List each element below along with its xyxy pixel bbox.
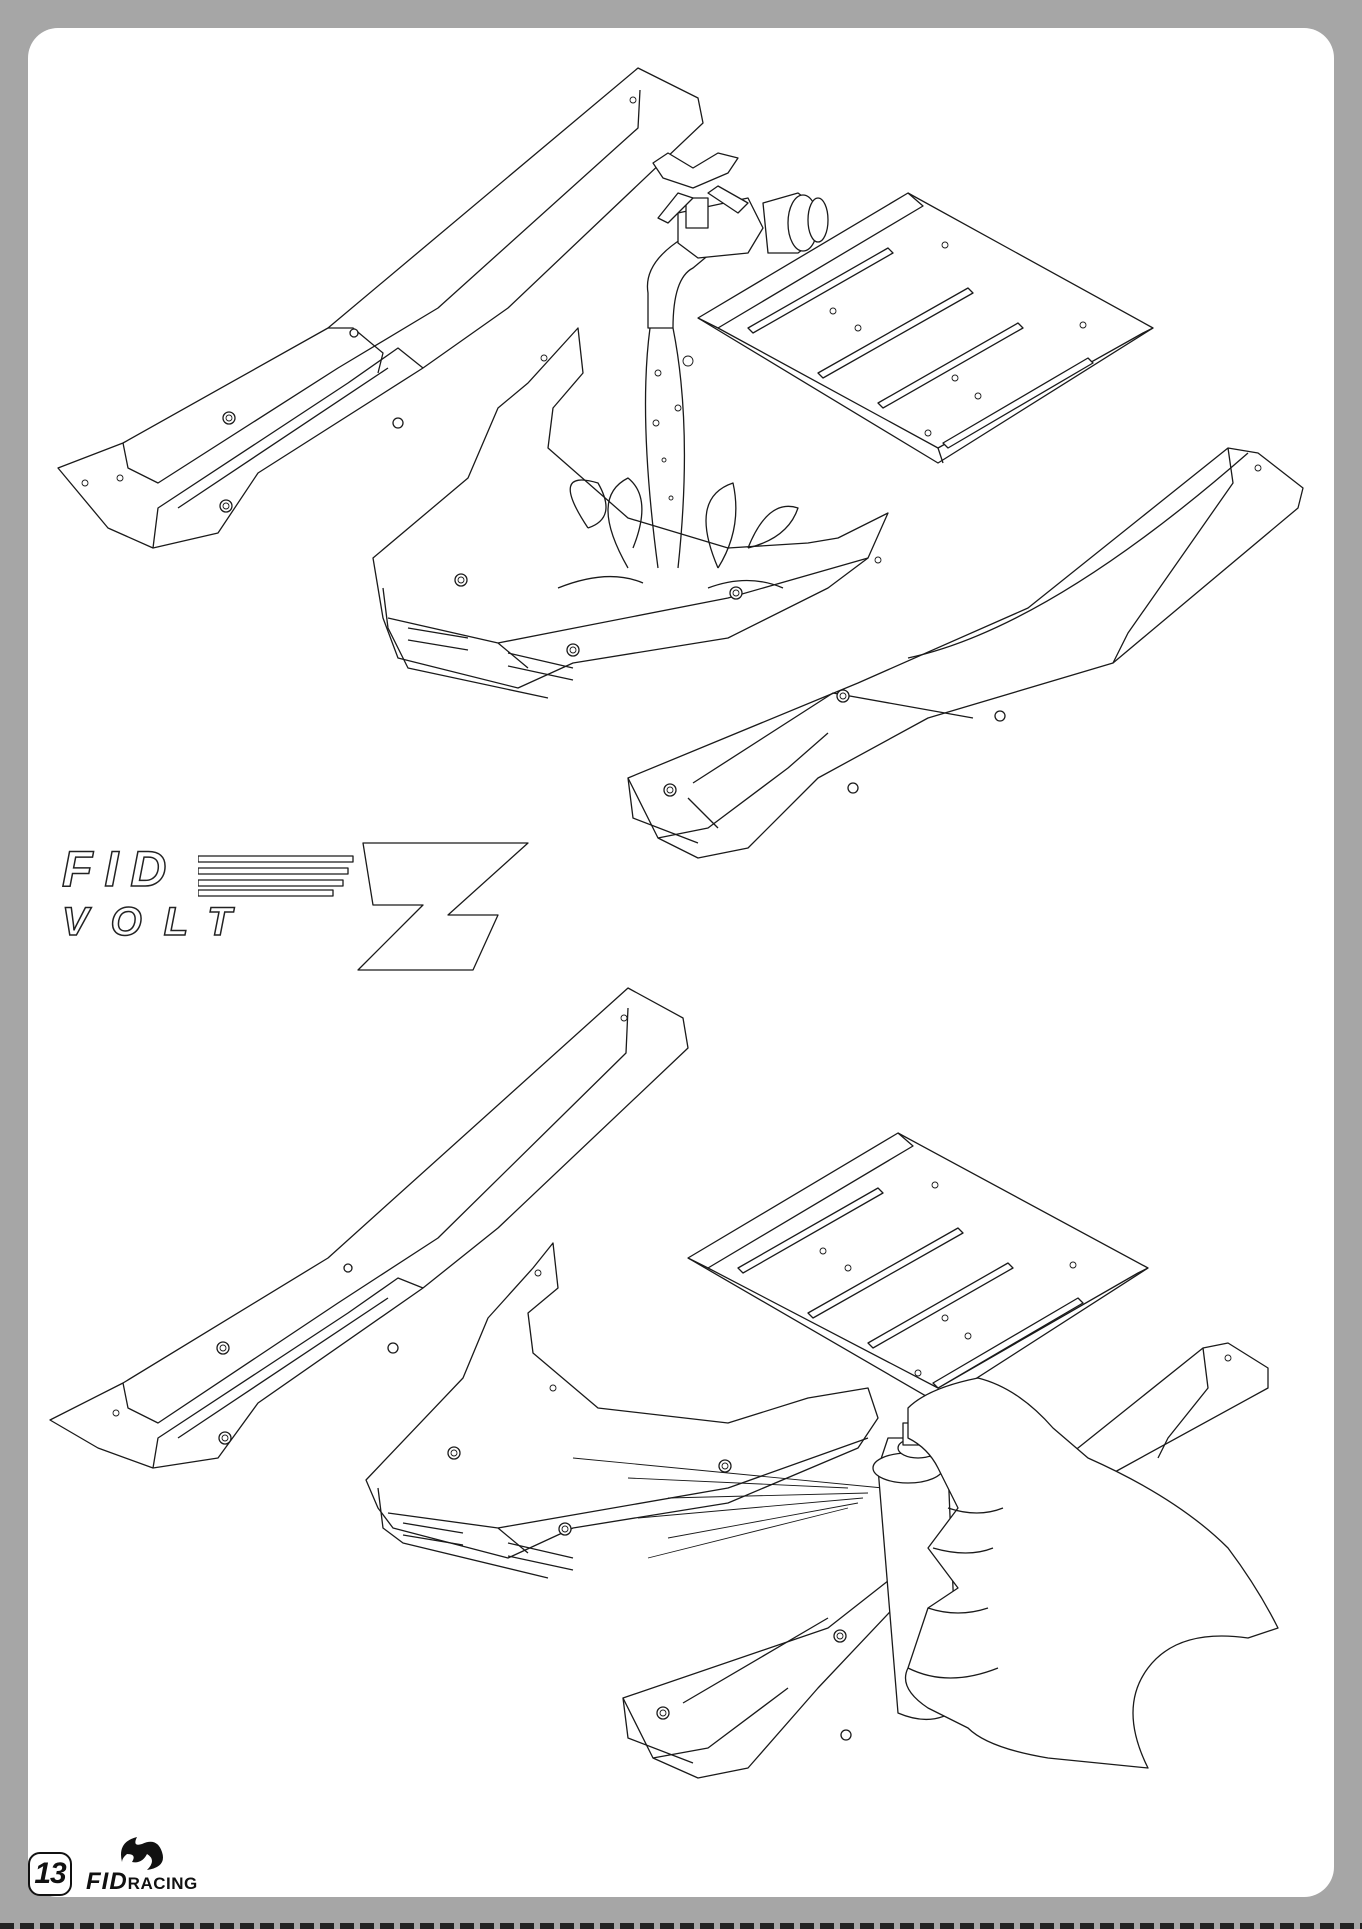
logo-line1: FID — [62, 840, 179, 898]
fid-racing-flame-logo-icon — [112, 1832, 172, 1872]
brand-prefix: FID — [86, 1868, 128, 1895]
spray-painting-illustration — [28, 968, 1334, 1868]
left-side-panel-bottom — [50, 988, 688, 1468]
page-number: 13 — [28, 1852, 72, 1896]
washing-illustration — [28, 28, 1334, 928]
left-side-panel — [58, 68, 703, 548]
brand-suffix: RACING — [128, 1874, 198, 1893]
manual-page: FID VOLT Z — [28, 28, 1334, 1897]
logo-speed-lines — [198, 840, 618, 980]
brand-wordmark: FIDRACING — [86, 1868, 198, 1896]
page-edge-dashes — [0, 1923, 1362, 1929]
floor-plate-bottom — [688, 1133, 1148, 1403]
right-side-panel — [628, 448, 1303, 858]
